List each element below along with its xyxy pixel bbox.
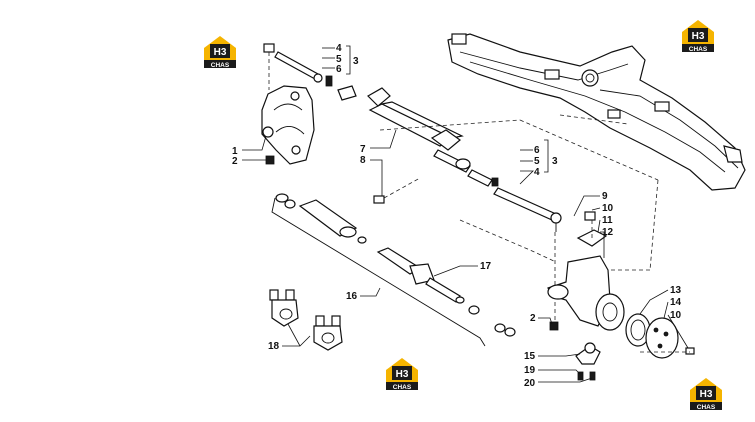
cylinder-kit bbox=[271, 193, 516, 347]
callout-5-right: 5 bbox=[534, 156, 540, 167]
leader-lines bbox=[242, 45, 689, 383]
callout-7: 7 bbox=[360, 144, 366, 155]
left-tie-rod-end bbox=[263, 43, 357, 101]
callout-12: 12 bbox=[602, 227, 614, 238]
logo-name: CHAS bbox=[697, 404, 716, 411]
brand-logo: H3 CHAS bbox=[690, 378, 722, 411]
callout-10-bottom: 10 bbox=[670, 310, 682, 321]
callout-3-left: 3 bbox=[353, 56, 359, 67]
logo-mark: H3 bbox=[692, 31, 705, 42]
left-steering-knuckle bbox=[261, 85, 315, 165]
logo-mark: H3 bbox=[396, 369, 409, 380]
callout-11: 11 bbox=[602, 215, 613, 226]
callout-1: 1 bbox=[232, 146, 238, 157]
callout-2-left: 2 bbox=[232, 156, 238, 167]
logo-name: CHAS bbox=[211, 62, 230, 69]
right-steering-knuckle bbox=[547, 211, 695, 381]
brand-logo: H3 CHAS bbox=[204, 36, 236, 69]
logo-mark: H3 bbox=[214, 47, 227, 58]
callout-labels: 4 5 6 3 1 2 7 8 6 5 4 3 9 10 11 12 13 14… bbox=[232, 43, 682, 389]
callout-4-left: 4 bbox=[336, 43, 342, 54]
callout-5-left: 5 bbox=[336, 54, 342, 65]
support-brackets bbox=[269, 289, 343, 351]
callout-3-right: 3 bbox=[552, 156, 558, 167]
callout-9: 9 bbox=[602, 191, 608, 202]
logo-mark: H3 bbox=[700, 389, 713, 400]
brand-logo: H3 CHAS bbox=[386, 358, 418, 391]
logo-name: CHAS bbox=[689, 46, 708, 53]
logo-name: CHAS bbox=[393, 384, 412, 391]
callout-2-right: 2 bbox=[530, 313, 536, 324]
callout-10-top: 10 bbox=[602, 203, 614, 214]
callout-14: 14 bbox=[670, 297, 682, 308]
callout-4-right: 4 bbox=[534, 167, 540, 178]
callout-13: 13 bbox=[670, 285, 682, 296]
steering-cylinder bbox=[367, 87, 499, 204]
brand-logo: H3 CHAS bbox=[682, 20, 714, 53]
callout-19: 19 bbox=[524, 365, 536, 376]
callout-6-right: 6 bbox=[534, 145, 540, 156]
callout-8: 8 bbox=[360, 155, 366, 166]
callout-20: 20 bbox=[524, 378, 536, 389]
callout-18: 18 bbox=[268, 341, 280, 352]
callout-6-left: 6 bbox=[336, 64, 342, 75]
callout-16: 16 bbox=[346, 291, 358, 302]
assembly-dashed-lines bbox=[379, 114, 690, 353]
callout-15: 15 bbox=[524, 351, 536, 362]
right-tie-rod bbox=[493, 187, 562, 320]
axle-beam bbox=[447, 33, 746, 191]
callout-17: 17 bbox=[480, 261, 492, 272]
